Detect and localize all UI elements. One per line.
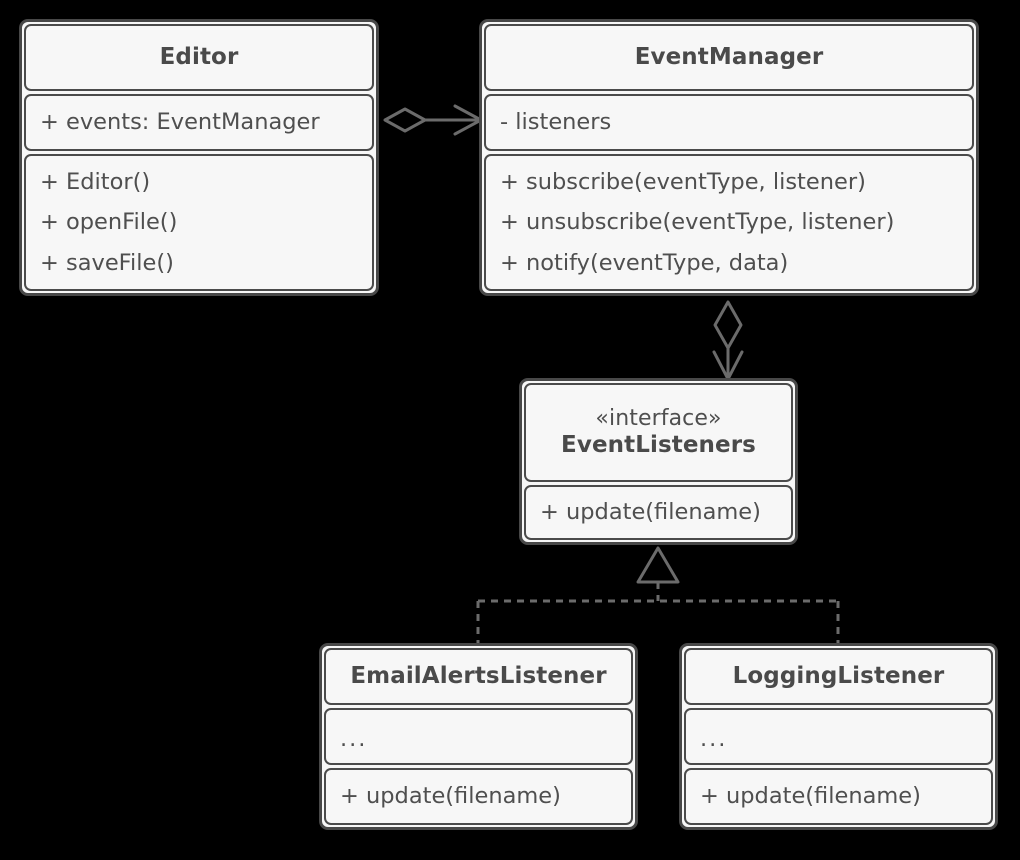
attribute-line: - listeners bbox=[500, 109, 612, 136]
connector-editor-eventmanager bbox=[383, 104, 483, 136]
class-name: EmailAlertsListener bbox=[350, 662, 607, 689]
class-methods-editor: + Editor() + openFile() + saveFile() bbox=[24, 154, 374, 291]
class-title-event-listeners: «interface» EventListeners bbox=[524, 383, 793, 482]
method-line: + openFile() bbox=[40, 209, 178, 236]
connector-realization-tree bbox=[476, 546, 840, 643]
method-line: + Editor() bbox=[40, 169, 151, 196]
method-line: + unsubscribe(eventType, listener) bbox=[500, 209, 895, 236]
method-line: + update(filename) bbox=[340, 783, 561, 810]
class-name: LoggingListener bbox=[732, 662, 945, 689]
class-attributes-editor: + events: EventManager bbox=[24, 94, 374, 151]
class-title-logging-listener: LoggingListener bbox=[684, 648, 993, 705]
method-line: + subscribe(eventType, listener) bbox=[500, 169, 866, 196]
class-stereotype: «interface» bbox=[595, 405, 722, 431]
uml-class-logging-listener[interactable]: LoggingListener ... + update(filename) bbox=[679, 643, 998, 830]
uml-class-editor[interactable]: Editor + events: EventManager + Editor()… bbox=[19, 19, 379, 296]
class-name: EventListeners bbox=[561, 431, 756, 458]
class-methods-email-alerts-listener: + update(filename) bbox=[324, 768, 633, 825]
aggregation-diamond-icon bbox=[713, 300, 743, 350]
uml-class-event-manager[interactable]: EventManager - listeners + subscribe(eve… bbox=[479, 19, 979, 296]
attribute-line: + events: EventManager bbox=[40, 109, 320, 136]
method-line: + update(filename) bbox=[700, 783, 921, 810]
class-name: EventManager bbox=[634, 43, 824, 70]
class-attributes-email-alerts-listener: ... bbox=[324, 708, 633, 765]
method-line: + notify(eventType, data) bbox=[500, 249, 789, 276]
class-title-event-manager: EventManager bbox=[484, 24, 974, 91]
class-methods-logging-listener: + update(filename) bbox=[684, 768, 993, 825]
class-title-editor: Editor bbox=[24, 24, 374, 91]
class-title-email-alerts-listener: EmailAlertsListener bbox=[324, 648, 633, 705]
class-attributes-event-manager: - listeners bbox=[484, 94, 974, 151]
attribute-line: ... bbox=[700, 725, 728, 752]
connector-eventmanager-eventlisteners bbox=[712, 300, 744, 381]
class-methods-event-listeners: + update(filename) bbox=[524, 484, 793, 540]
aggregation-diamond-icon bbox=[383, 107, 427, 133]
class-methods-event-manager: + subscribe(eventType, listener) + unsub… bbox=[484, 154, 974, 291]
class-attributes-logging-listener: ... bbox=[684, 708, 993, 765]
uml-class-email-alerts-listener[interactable]: EmailAlertsListener ... + update(filenam… bbox=[319, 643, 638, 830]
inheritance-triangle-icon bbox=[636, 546, 680, 584]
attribute-line: ... bbox=[340, 725, 368, 752]
method-line: + update(filename) bbox=[540, 499, 761, 526]
uml-class-event-listeners[interactable]: «interface» EventListeners + update(file… bbox=[519, 378, 798, 545]
class-name: Editor bbox=[159, 43, 239, 70]
method-line: + saveFile() bbox=[40, 249, 174, 276]
